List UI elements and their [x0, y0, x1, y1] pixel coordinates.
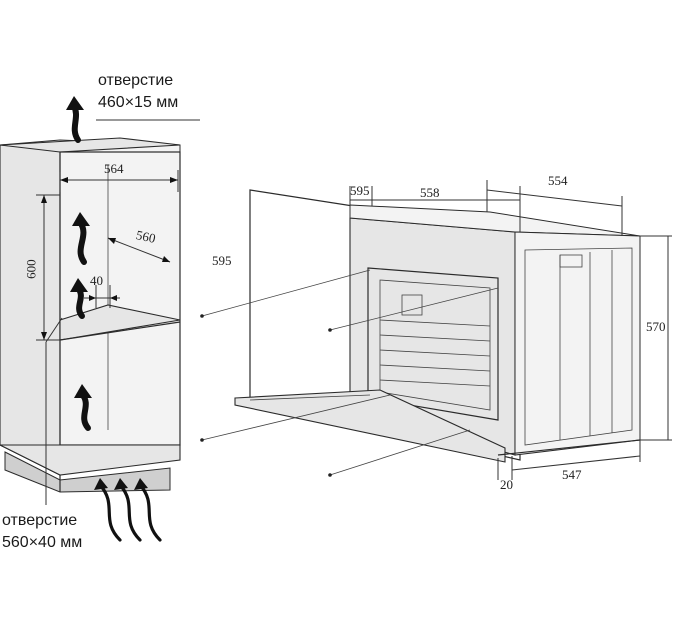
airflow-arrowhead: [70, 278, 88, 292]
bottom-opening-title: отверстие: [2, 512, 78, 529]
oven-bottom-edge: [497, 439, 641, 456]
airflow-arrowhead: [134, 478, 148, 490]
cabinet-dimensions: [36, 119, 200, 505]
airflow-arrow-shelf: [75, 285, 85, 319]
oven-cavity: [367, 267, 499, 421]
top-opening-size: 460×15 мм: [98, 94, 179, 111]
intake-arrow-3: [138, 483, 162, 542]
dim-label-558: 558: [420, 185, 440, 200]
oven-door: [234, 389, 506, 463]
oven-body: [514, 231, 641, 456]
dim-547-line: [511, 455, 641, 471]
airflow-arrowhead: [74, 384, 92, 398]
leader-line: [329, 429, 471, 476]
airflow-arrowhead: [72, 212, 90, 226]
leader-bottom-opening: [45, 317, 63, 343]
door-edge: [249, 394, 371, 401]
dim-label-570: 570: [646, 319, 666, 334]
rack-rail: [379, 349, 491, 357]
airflow-arrowhead: [66, 96, 84, 110]
dim-label-20: 20: [500, 477, 513, 492]
top-opening-title: отверстие: [98, 72, 174, 89]
dim-arrow: [41, 332, 47, 340]
airflow-arrowhead: [94, 478, 108, 490]
dim-label-40: 40: [90, 273, 103, 288]
leader-dot: [328, 473, 332, 477]
intake-arrow-1: [98, 483, 122, 542]
airflow-arrowhead: [114, 478, 128, 490]
dim-arrow: [108, 238, 116, 244]
dim-arrow: [162, 256, 170, 262]
oven-cavity-inner: [379, 279, 491, 411]
leader-line: [201, 269, 371, 317]
dim-arrow: [89, 295, 96, 301]
dim-label-600: 600: [23, 259, 39, 279]
dim-arrow: [170, 177, 178, 183]
leader-line: [201, 394, 391, 441]
shelf-front-edge: [59, 321, 181, 341]
dim-label-564: 564: [104, 161, 124, 176]
airflow-arrow-upper: [77, 219, 87, 265]
dim-560-line: [107, 237, 171, 263]
airflow-arrow-top: [71, 103, 81, 143]
dim-arrow: [60, 177, 68, 183]
oven-body-inner: [524, 247, 633, 446]
dim-554-line: [486, 189, 623, 207]
rack-rail: [379, 319, 491, 327]
dim-arrow: [110, 295, 117, 301]
dim-label-595-front: 595: [350, 183, 370, 198]
rack-rail: [379, 364, 491, 372]
oven: [234, 189, 641, 463]
rack-rail: [379, 334, 491, 342]
airflow-arrows: [66, 96, 162, 542]
leader-dot: [328, 328, 332, 332]
dim-label-554: 554: [548, 173, 568, 188]
oven-lamp: [401, 294, 423, 316]
oven-dimensions: [200, 180, 672, 480]
cabinet-bottom: [0, 444, 181, 476]
intake-arrow-2: [118, 483, 142, 542]
leader-dot: [200, 314, 204, 318]
dim-arrow: [41, 195, 47, 203]
rack-rail: [379, 379, 491, 387]
cabinet-shelf: [59, 304, 181, 341]
cabinet: [0, 137, 181, 493]
leader-line: [329, 287, 499, 331]
leader-dot: [200, 438, 204, 442]
airflow-arrow-lower: [79, 391, 91, 431]
bottom-opening-size: 560×40 мм: [2, 534, 83, 551]
dim-label-547: 547: [562, 467, 582, 482]
dim-label-595-left: 595: [212, 253, 232, 268]
